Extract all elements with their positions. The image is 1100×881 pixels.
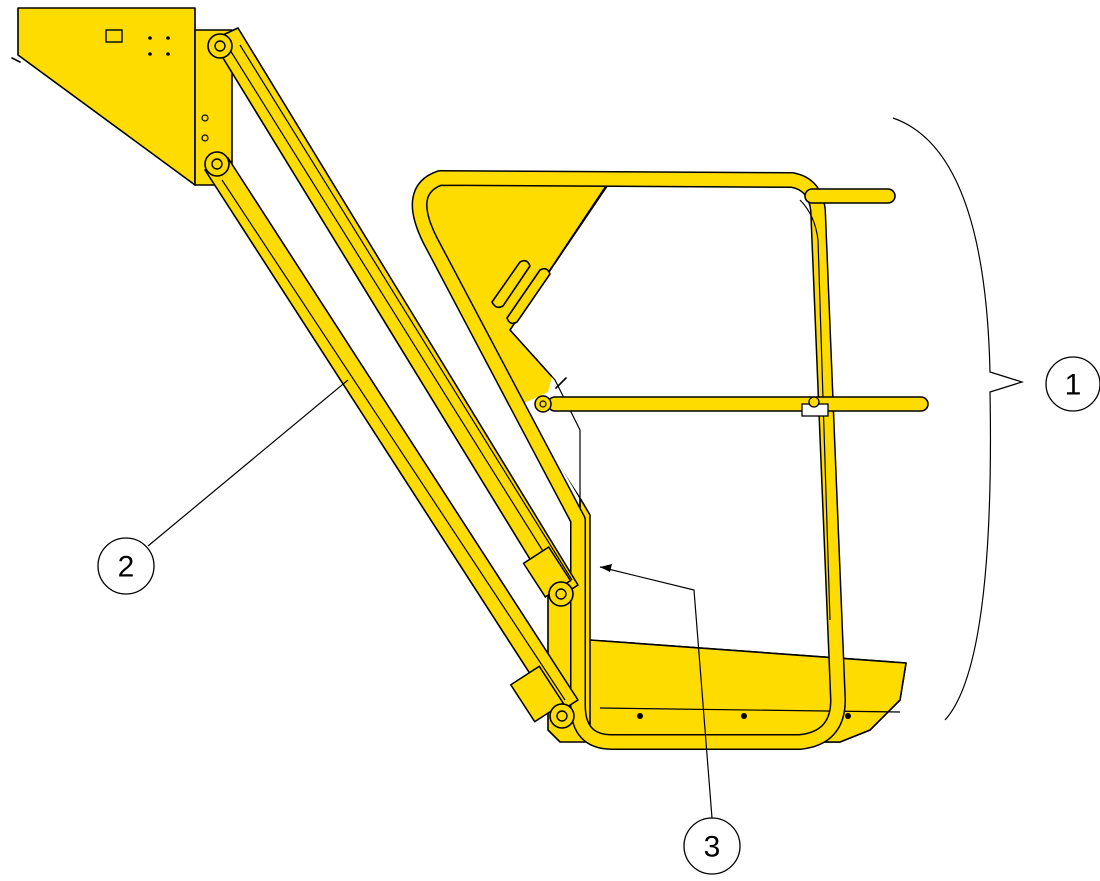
- mounting-bracket: [11, 7, 233, 186]
- bracket-slot: [105, 29, 123, 43]
- basket-side-plate: [416, 174, 907, 743]
- callout-3-leader: [599, 564, 713, 819]
- callout-1-brace: [892, 117, 1025, 721]
- callout-2-leader: [147, 379, 349, 547]
- lower-support-arm: [204, 151, 579, 729]
- vent-slots: [491, 259, 551, 325]
- callout-3: 3: [683, 817, 741, 875]
- upper-support-arm: [207, 27, 579, 607]
- callout-1-label: 1: [1065, 369, 1082, 402]
- callout-1: 1: [1045, 356, 1100, 412]
- callout-2-label: 2: [118, 551, 135, 584]
- middle-rail: [534, 377, 929, 417]
- callout-2: 2: [97, 537, 155, 595]
- callout-3-label: 3: [704, 831, 721, 864]
- top-rail-extension: [804, 188, 896, 204]
- guard-rail-frame: [411, 170, 846, 750]
